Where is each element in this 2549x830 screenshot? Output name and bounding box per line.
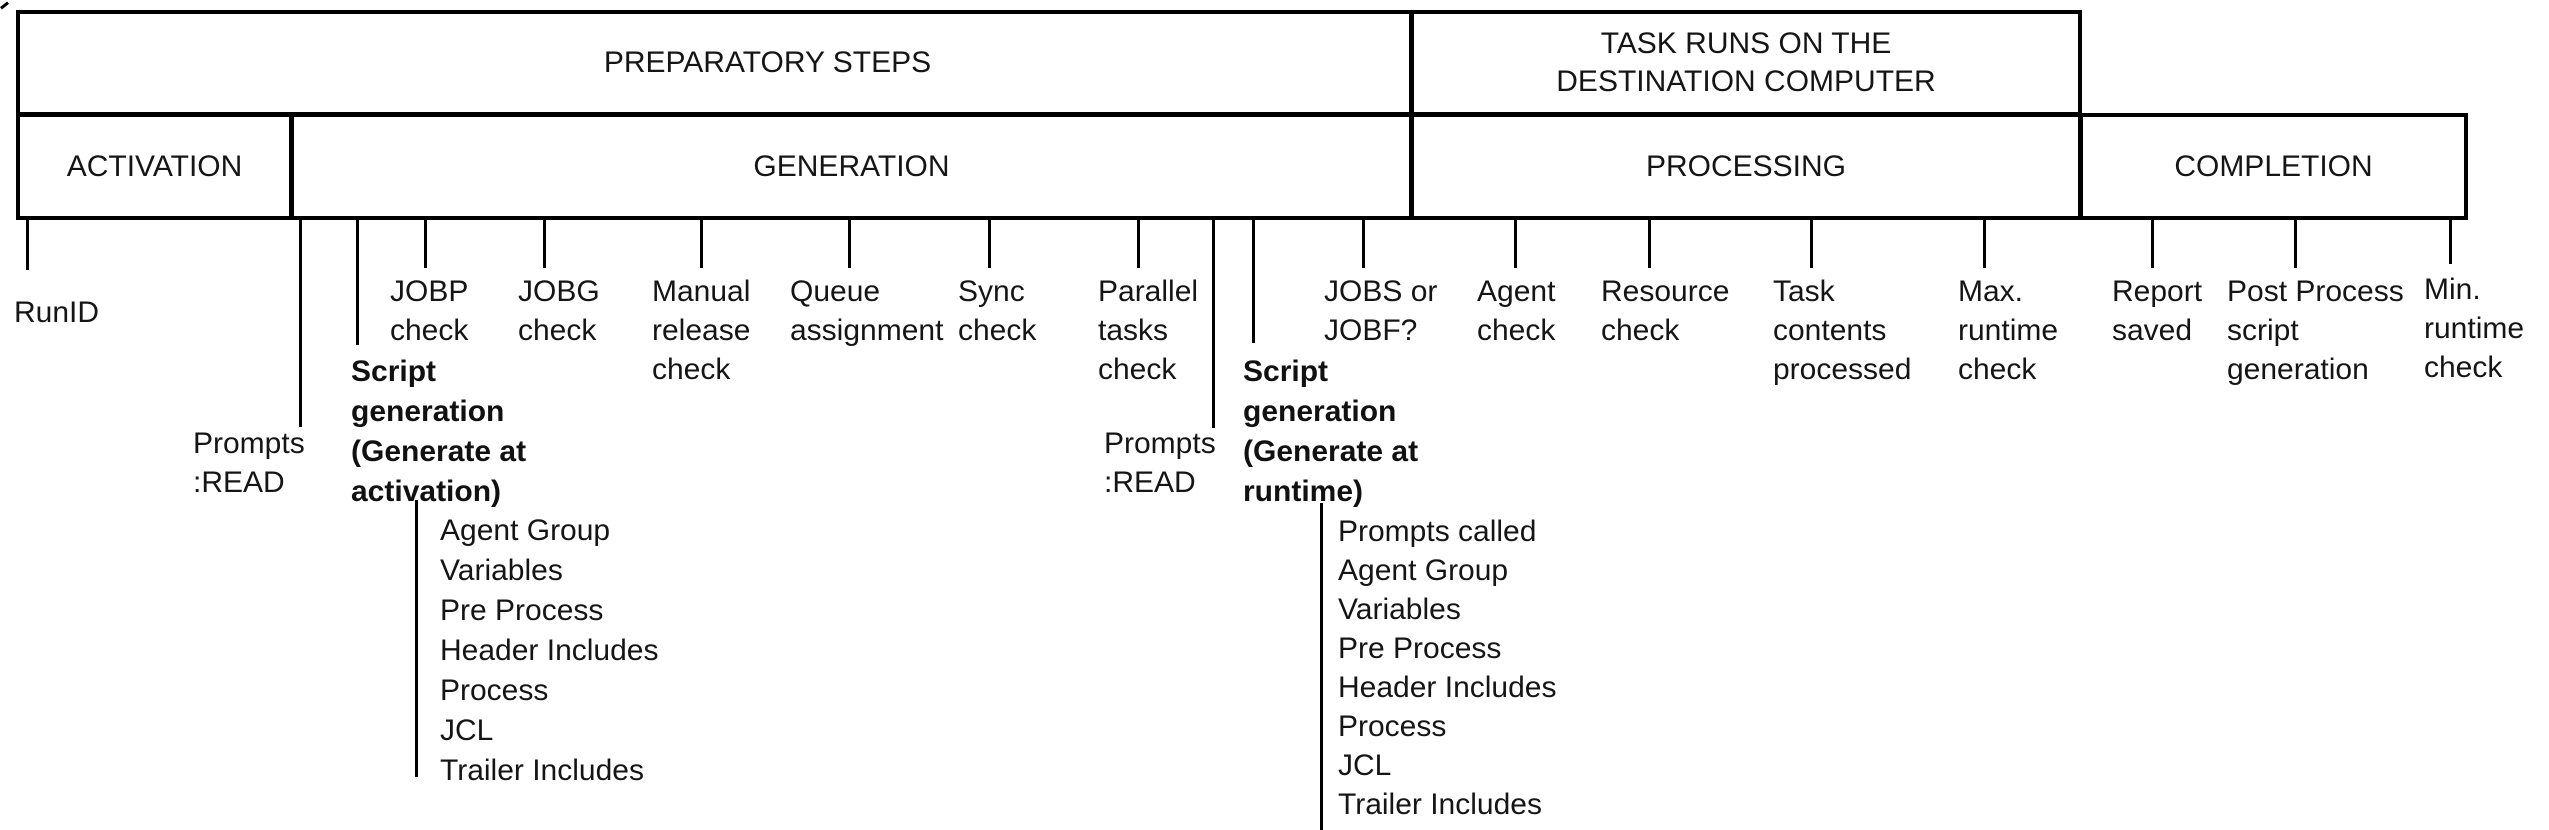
corner-artifact [0,1,9,10]
tick-jobp-check [424,220,427,268]
step-label-sync-check: Sync check [958,275,1037,347]
bracket-activation-script-items [415,500,418,777]
phase-generation-label: GENERATION [753,149,950,183]
connector-script-generation-runtime [1252,220,1255,343]
list-item: Agent Group [1338,554,1509,587]
step-label-queue-assignment: Queue assignment [790,275,944,347]
step-label-jobp-check: JOBP check [390,275,469,347]
tick-manual-release-check [700,220,703,268]
script-generation-activation-items: Agent Group Variables Pre Process Header… [440,511,658,791]
step-label-min-runtime-check: Min. runtime check [2424,273,2525,384]
step-label-resource-check: Resource check [1601,275,1730,347]
tick-max-runtime-check [1983,220,1986,268]
list-item: Trailer Includes [1338,788,1542,821]
tick-task-contents-processed [1810,220,1813,268]
list-item: Variables [1338,593,1461,626]
tick-agent-check [1514,220,1517,268]
phase-activation: ACTIVATION [16,113,293,220]
step-label-jobg-check: JOBG check [518,275,600,347]
list-item: Process [1338,710,1447,743]
tick-resource-check [1648,220,1651,268]
step-label-prompts-read-activation: Prompts :READ [193,427,305,499]
script-generation-runtime-items: Prompts called Agent Group Variables Pre… [1338,512,1556,824]
connector-script-generation-activation [356,220,359,345]
phase-generation: GENERATION [290,113,1413,220]
tick-sync-check [988,220,991,268]
step-label-prompts-read-generation: Prompts :READ [1104,427,1216,499]
tick-runid [26,220,29,270]
step-label-jobs-or-jobf: JOBS or JOBF? [1324,275,1438,347]
tick-jobs-or-jobf [1362,220,1365,268]
tick-parallel-tasks-check [1137,220,1140,268]
phase-group-destination-label-line2: DESTINATION COMPUTER [1556,65,1936,98]
step-label-task-contents-processed: Task contents processed [1773,275,1912,386]
phase-group-preparatory-steps-label: PREPARATORY STEPS [603,46,932,79]
step-label-manual-release-check: Manual release check [652,275,751,386]
list-item: Pre Process [1338,632,1502,665]
connector-prompts-generation [1212,220,1215,428]
list-item: Prompts called [1338,515,1537,548]
list-item: JCL [1338,749,1392,782]
script-generation-activation-title: Script generation (Generate at activatio… [351,355,527,508]
tick-queue-assignment [848,220,851,268]
phase-group-destination-label-line1: TASK RUNS ON THE [1600,27,1892,60]
list-item: Process [440,674,549,707]
phase-group-preparatory-steps: PREPARATORY STEPS [16,10,1413,116]
step-label-report-saved: Report saved [2112,275,2203,347]
list-item: Pre Process [440,594,604,627]
phase-completion: COMPLETION [2079,113,2468,220]
tick-jobg-check [543,220,546,268]
phase-group-task-runs-destination: TASK RUNS ON THE DESTINATION COMPUTER [1410,10,2082,116]
tick-post-process [2294,220,2297,268]
phase-activation-label: ACTIVATION [66,149,243,183]
list-item: Agent Group [440,514,611,547]
step-label-runid: RunID [14,296,100,329]
connector-prompts-activation [299,220,302,427]
phase-processing: PROCESSING [1410,113,2082,220]
script-generation-runtime-title: Script generation (Generate at runtime) [1243,355,1419,508]
list-item: Header Includes [440,634,659,667]
bracket-runtime-script-items [1320,503,1323,830]
tick-report-saved [2151,220,2154,268]
list-item: Header Includes [1338,671,1557,704]
step-label-agent-check: Agent check [1477,275,1556,347]
list-item: JCL [440,714,494,747]
phase-completion-label: COMPLETION [2174,149,2373,183]
step-label-post-process-script-generation: Post Process script generation [2227,275,2404,386]
step-label-parallel-tasks-check: Parallel tasks check [1098,275,1199,386]
list-item: Variables [440,554,563,587]
list-item: Trailer Includes [440,754,644,787]
phase-processing-label: PROCESSING [1645,149,1847,183]
tick-min-runtime-check [2449,220,2452,264]
step-label-max-runtime-check: Max. runtime check [1958,275,2059,386]
